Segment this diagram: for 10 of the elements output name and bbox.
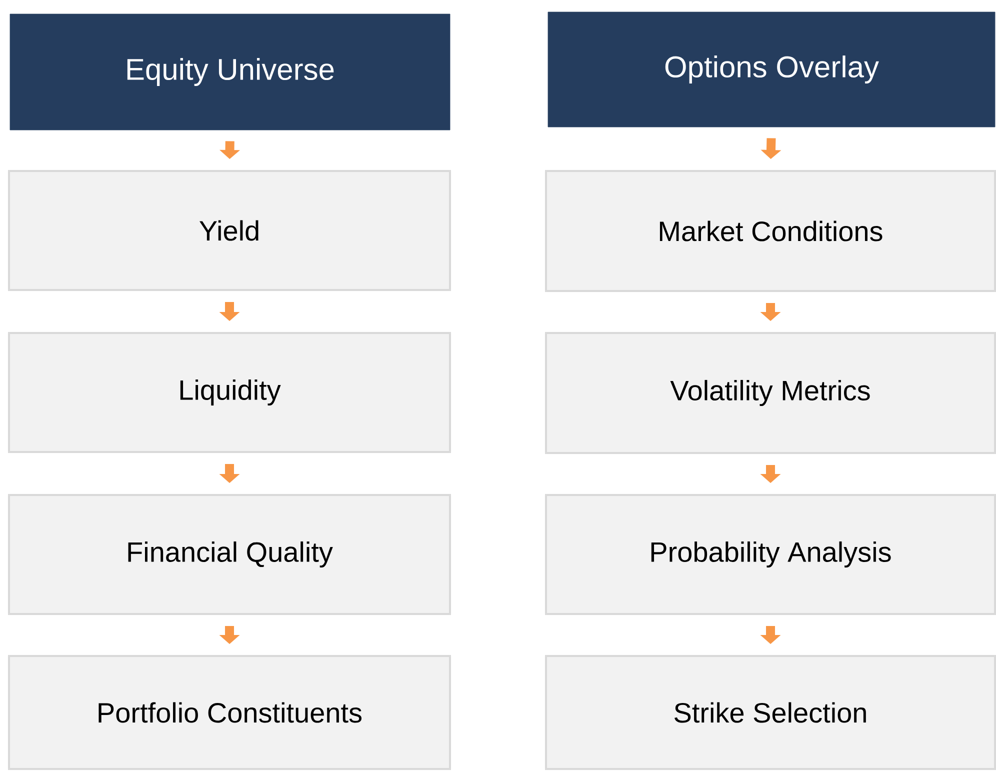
header-box: Equity Universe [10,14,450,130]
step-box: Volatility Metrics [545,332,996,454]
step-box: Portfolio Constituents [8,655,451,770]
step-box: Strike Selection [545,655,996,770]
step-box: Probability Analysis [545,494,996,615]
step-box: Liquidity [8,332,451,453]
step-box: Financial Quality [8,494,451,615]
header-box: Options Overlay [548,12,996,128]
step-box: Market Conditions [545,170,996,292]
step-box: Yield [8,170,451,291]
